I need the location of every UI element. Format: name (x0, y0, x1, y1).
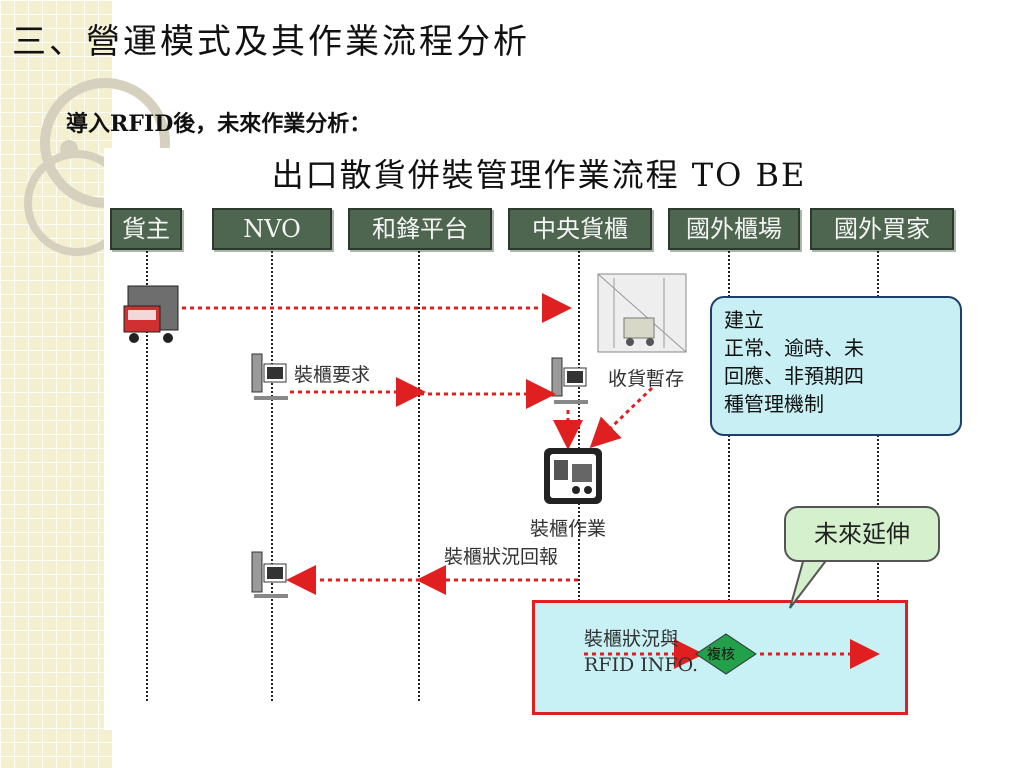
decorative-dot (60, 140, 78, 158)
flow-arrows-layer (123, 273, 880, 675)
swimlane-line (877, 251, 879, 701)
diagram-title: 出口散貨併裝管理作業流程 TO BE (271, 156, 807, 194)
warehouse-icon (597, 273, 687, 353)
slide-subtitle: 導入RFID後，未來作業分析： (66, 111, 372, 137)
slide-title: 三、營運模式及其作業流程分析 (12, 22, 530, 62)
management-mechanism-callout: 建立 正常、逾時、未 回應、非預期四 種管理機制 (710, 296, 962, 436)
swimlane-line (146, 251, 148, 701)
lane-header-overseas-yard: 國外櫃場 (668, 208, 800, 250)
lane-header-cargo-owner: 貨主 (110, 208, 182, 250)
receive-storage-label: 收貨暫存 (608, 368, 685, 390)
computer-icon (251, 551, 288, 598)
container-operation-label: 裝櫃作業 (530, 518, 607, 540)
forklift-icon (544, 448, 602, 504)
lane-header-nvo: NVO (212, 208, 332, 250)
swimlane-line (271, 251, 273, 701)
verify-diamond (695, 633, 757, 675)
swimlane-line (728, 251, 730, 701)
computer-icon (251, 353, 288, 400)
future-extension-callout: 未來延伸 (784, 506, 940, 562)
lane-header-central-cfs: 中央貨櫃 (508, 208, 652, 250)
lane-header-platform: 和鋒平台 (348, 208, 492, 250)
arrow-storage-to-operation (589, 386, 654, 449)
lane-header-overseas-buyer: 國外買家 (810, 208, 954, 250)
computer-icon (551, 357, 588, 404)
flow-diagram: 出口散貨併裝管理作業流程 TO BE 貨主 NVO 和鋒平台 中央貨櫃 國外櫃場… (104, 148, 962, 730)
verify-label: 複核 (707, 647, 735, 663)
container-request-label: 裝櫃要求 (294, 364, 371, 386)
container-status-report-label: 裝櫃狀況回報 (444, 546, 559, 568)
swimlane-line (418, 251, 420, 701)
truck-icon (123, 285, 179, 343)
future-callout-pointer (789, 557, 831, 609)
future-status-text: 裝櫃狀況與 RFID INFO. (584, 628, 699, 676)
